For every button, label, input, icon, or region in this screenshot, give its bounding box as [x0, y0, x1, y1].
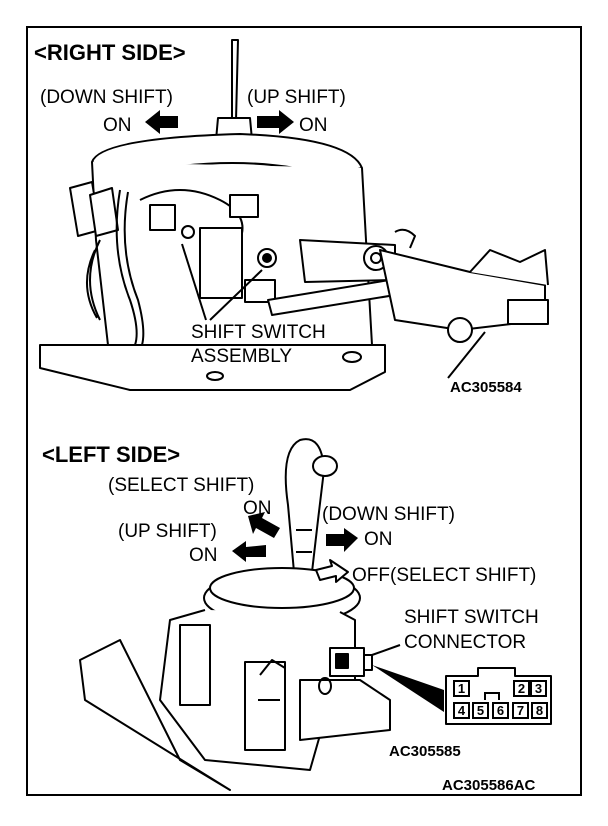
left-down-shift-label: (DOWN SHIFT)	[322, 504, 455, 525]
shift-switch-assembly-line2: ASSEMBLY	[191, 346, 293, 367]
left-up-on-label: ON	[189, 545, 218, 566]
connector-pin: 3	[530, 680, 547, 697]
connector-pin: 2	[513, 680, 530, 697]
off-select-arrow-icon	[315, 559, 349, 583]
connector-pin: 5	[472, 702, 489, 719]
left-arrows	[232, 512, 444, 712]
right-up-shift-label: (UP SHIFT)	[247, 87, 346, 108]
right-down-on-label: ON	[103, 115, 132, 136]
off-select-shift-label: OFF(SELECT SHIFT)	[352, 565, 537, 586]
shift-switch-assembly-line1: SHIFT SWITCH	[191, 322, 326, 343]
left-down-on-label: ON	[364, 529, 393, 550]
left-up-shift-label: (UP SHIFT)	[118, 521, 217, 542]
right-down-shift-label: (DOWN SHIFT)	[40, 87, 173, 108]
connector-pin: 7	[512, 702, 529, 719]
right-side-illustration	[39, 39, 549, 391]
connector-pin: 4	[453, 702, 470, 719]
up-shift-arrow-icon	[257, 110, 294, 134]
shift-switch-connector-line1: SHIFT SWITCH	[404, 607, 539, 628]
connector-pin: 8	[531, 702, 548, 719]
right-figure-code: AC305584	[450, 379, 522, 396]
connector-key-notch	[484, 692, 500, 700]
shift-switch-connector-line2: CONNECTOR	[404, 632, 527, 653]
down-shift-arrow-icon	[145, 110, 178, 134]
up-shift-left-arrow-icon	[232, 541, 266, 562]
select-on-label: ON	[243, 498, 272, 519]
left-side-title: <LEFT SIDE>	[42, 442, 181, 467]
connector-callout-wedge	[372, 665, 444, 712]
connector-pin: 6	[492, 702, 509, 719]
select-shift-label: (SELECT SHIFT)	[108, 475, 255, 496]
down-shift-left-arrow-icon	[326, 528, 358, 552]
connector-pin: 1	[453, 680, 470, 697]
diagram-frame	[26, 26, 582, 796]
right-side-title: <RIGHT SIDE>	[34, 40, 186, 65]
select-shift-arrow-icon	[248, 512, 280, 538]
document-code: AC305586AC	[442, 777, 536, 794]
left-figure-code: AC305585	[389, 743, 461, 760]
right-arrows	[145, 110, 294, 134]
right-up-on-label: ON	[299, 115, 328, 136]
